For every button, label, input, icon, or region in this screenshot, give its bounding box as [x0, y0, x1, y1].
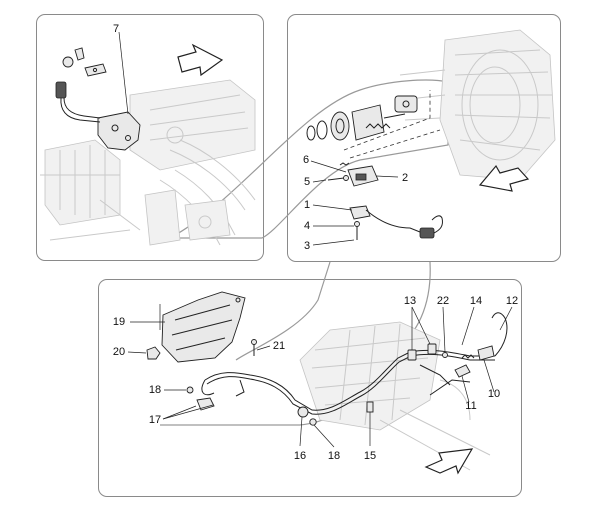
panel-b-parts: [306, 90, 443, 240]
callout-10: 10: [488, 388, 500, 400]
callout-15: 15: [364, 450, 376, 462]
panel-a-parts: [55, 47, 141, 151]
callout-5: 5: [304, 176, 310, 188]
panel-c-leader-lines: [127, 304, 513, 448]
callout-21: 21: [273, 340, 285, 352]
panel-b-leader-lines: [310, 160, 399, 246]
callout-4: 4: [304, 220, 310, 232]
callout-19: 19: [113, 316, 125, 328]
panel-b-background-structure: [399, 29, 556, 181]
callout-6: 6: [303, 154, 309, 166]
callout-13: 13: [404, 295, 416, 307]
callout-16: 16: [294, 450, 306, 462]
callout-11: 11: [465, 400, 476, 412]
callout-20: 20: [113, 346, 125, 358]
callout-17: 17: [149, 414, 161, 426]
panel-c-parts: [146, 291, 508, 426]
panel-a-background-structure: [40, 79, 256, 246]
callout-3: 3: [304, 240, 310, 252]
callout-1: 1: [304, 199, 310, 211]
callout-14: 14: [470, 295, 482, 307]
direction-arrow-icon: [177, 43, 224, 77]
direction-arrow-icon: [478, 164, 530, 192]
callout-12: 12: [506, 295, 518, 307]
callout-7: 7: [113, 23, 119, 35]
callout-2: 2: [402, 172, 408, 184]
callout-22: 22: [437, 295, 449, 307]
callout-labels: 7 6 5 2 1 4 3 19 20 21 18 17 16 18 15 13…: [113, 23, 518, 462]
callout-18-left: 18: [149, 384, 161, 396]
direction-arrow-icon: [424, 448, 474, 475]
panel-c-background-structure: [299, 321, 491, 471]
callout-18-bottom: 18: [328, 450, 340, 462]
